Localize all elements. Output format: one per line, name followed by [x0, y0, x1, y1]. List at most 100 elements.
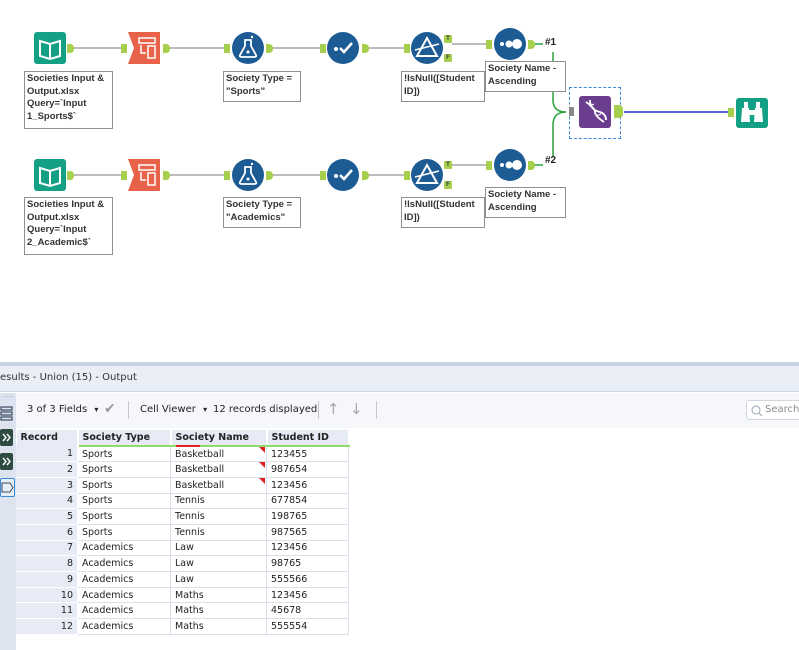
output-anchor[interactable]	[163, 171, 170, 180]
arrow-up-icon[interactable]: ↑	[327, 400, 340, 418]
student-id-cell[interactable]: 677854	[266, 492, 349, 510]
viewer-dropdown[interactable]: Cell Viewer ▾	[140, 404, 207, 415]
society-type-cell[interactable]: Academics	[77, 555, 171, 572]
column-header-society-type[interactable]: Society Type	[77, 430, 172, 447]
output-anchor[interactable]	[67, 44, 74, 53]
society-type-cell[interactable]: Academics	[77, 618, 171, 635]
input-anchor[interactable]	[224, 44, 230, 53]
output-anchor[interactable]	[528, 161, 535, 170]
society-name-cell[interactable]: Basketball	[170, 461, 267, 478]
panel-divider[interactable]	[0, 362, 799, 366]
society-type-cell[interactable]: Academics	[77, 571, 171, 588]
fields-dropdown[interactable]: 3 of 3 Fields ▾	[27, 404, 98, 415]
society-name-cell[interactable]: Maths	[170, 586, 267, 604]
society-type-cell[interactable]: Academics	[77, 602, 171, 620]
student-id-cell[interactable]: 555566	[266, 571, 349, 588]
arrow-down-icon[interactable]: ↓	[350, 400, 363, 418]
expand-icon[interactable]	[0, 429, 13, 446]
input-anchor[interactable]	[224, 171, 230, 180]
input-anchor[interactable]	[728, 108, 734, 117]
union-tool[interactable]	[579, 96, 611, 128]
select-tool-1[interactable]	[128, 32, 160, 64]
true-anchor[interactable]: T	[444, 35, 452, 43]
apply-check-icon[interactable]: ✔	[104, 401, 116, 417]
student-id-cell[interactable]: 555554	[266, 618, 349, 635]
expand-icon[interactable]	[0, 453, 13, 470]
column-header-record[interactable]: Record	[16, 430, 79, 446]
input-anchor[interactable]	[121, 44, 127, 53]
society-name-cell[interactable]: Law	[170, 555, 267, 572]
student-id-cell[interactable]: 98765	[266, 555, 349, 572]
workflow-canvas[interactable]: Societies Input & Output.xlsx Query=`Inp…	[0, 0, 799, 362]
society-name-cell[interactable]: Basketball	[170, 476, 267, 494]
student-id-cell[interactable]: 123456	[266, 586, 349, 604]
society-type-cell[interactable]: Sports	[77, 523, 171, 541]
society-name-cell[interactable]: Maths	[170, 618, 267, 635]
false-anchor[interactable]: F	[444, 54, 452, 62]
student-id-cell[interactable]: 123455	[266, 445, 349, 463]
select-records-tool-2[interactable]	[327, 159, 359, 191]
grip-icon[interactable]: ····	[3, 394, 15, 401]
output-anchor[interactable]	[362, 44, 369, 53]
output-anchor[interactable]	[266, 171, 273, 180]
record-cell[interactable]: 10	[16, 586, 78, 604]
output-anchor[interactable]	[266, 44, 273, 53]
record-cell[interactable]: 5	[16, 508, 78, 525]
input-anchor[interactable]	[404, 171, 410, 180]
browse-tool[interactable]	[736, 96, 768, 128]
input-anchor[interactable]	[404, 44, 410, 53]
record-cell[interactable]: 3	[16, 476, 78, 494]
record-cell[interactable]: 12	[16, 618, 78, 635]
search-input[interactable]: Search	[746, 400, 799, 420]
null-filter-tool-1[interactable]	[411, 32, 443, 64]
record-cell[interactable]: 4	[16, 492, 78, 510]
record-cell[interactable]: 8	[16, 555, 78, 572]
false-anchor[interactable]: F	[444, 181, 452, 189]
connection-line-2[interactable]	[552, 111, 567, 156]
society-type-cell[interactable]: Academics	[77, 586, 171, 604]
student-id-cell[interactable]: 45678	[266, 602, 349, 620]
sort-tool-1[interactable]	[494, 28, 526, 60]
union-input-anchor[interactable]	[569, 107, 574, 116]
society-name-cell[interactable]: Tennis	[170, 492, 267, 510]
student-id-cell[interactable]: 123456	[266, 476, 349, 494]
column-header-student-id[interactable]: Student ID	[266, 430, 350, 447]
column-header-society-name[interactable]: Society Name	[170, 430, 268, 447]
society-type-cell[interactable]: Sports	[77, 445, 171, 463]
society-name-cell[interactable]: Maths	[170, 602, 267, 620]
record-cell[interactable]: 7	[16, 539, 78, 557]
true-anchor[interactable]: T	[444, 161, 452, 169]
record-cell[interactable]: 1	[16, 445, 78, 463]
output-anchor[interactable]	[67, 171, 74, 180]
sort-tool-2[interactable]	[494, 149, 526, 181]
society-name-cell[interactable]: Basketball	[170, 445, 267, 463]
society-type-cell[interactable]: Sports	[77, 492, 171, 510]
record-cell[interactable]: 11	[16, 602, 78, 620]
output-anchor[interactable]	[528, 40, 535, 49]
student-id-cell[interactable]: 987654	[266, 461, 349, 478]
record-cell[interactable]: 9	[16, 571, 78, 588]
society-name-cell[interactable]: Tennis	[170, 508, 267, 525]
input-data-tool-2[interactable]	[34, 159, 66, 191]
society-type-cell[interactable]: Academics	[77, 539, 171, 557]
tag-icon[interactable]	[0, 478, 15, 497]
input-anchor[interactable]	[486, 40, 492, 49]
society-name-cell[interactable]: Law	[170, 571, 267, 588]
society-name-cell[interactable]: Tennis	[170, 523, 267, 541]
society-type-cell[interactable]: Sports	[77, 476, 171, 494]
record-cell[interactable]: 6	[16, 523, 78, 541]
society-type-cell[interactable]: Sports	[77, 461, 171, 478]
society-name-cell[interactable]: Law	[170, 539, 267, 557]
